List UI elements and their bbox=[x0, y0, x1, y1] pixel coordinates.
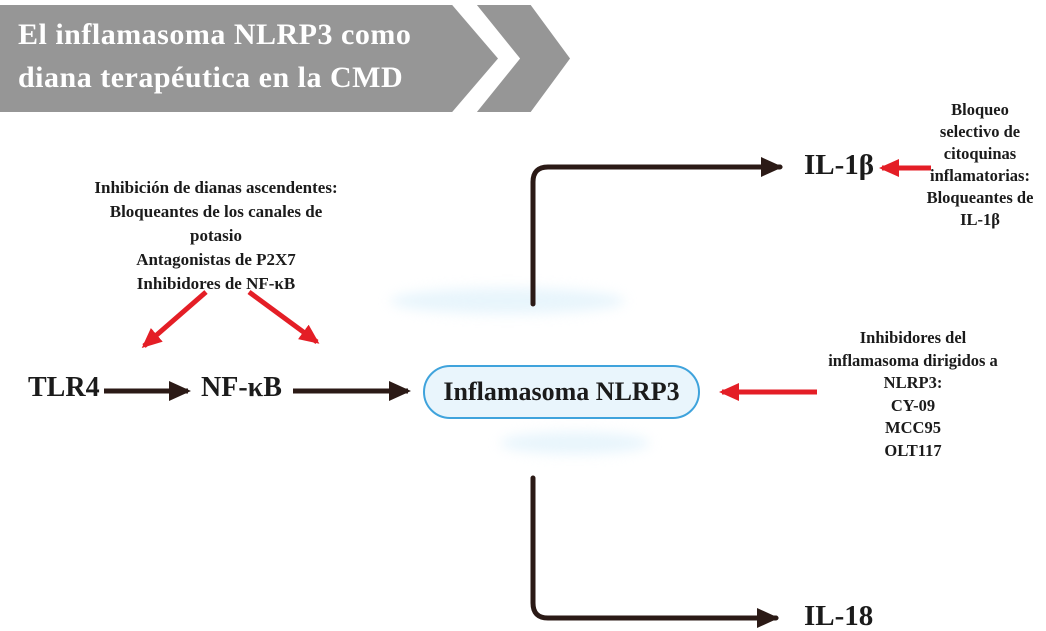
cytokine-line: Bloqueo bbox=[951, 100, 1009, 119]
node-nfkb: NF-κB bbox=[201, 372, 282, 403]
upstream-inhibition-block: Inhibición de dianas ascendentes: Bloque… bbox=[85, 176, 347, 296]
arrow-upstream-to-tlr4 bbox=[141, 290, 208, 348]
cytokine-blockade-block: Bloqueo selectivo de citoquinas inflamat… bbox=[914, 99, 1046, 231]
inhibitor-line: MCC95 bbox=[885, 418, 941, 437]
inhibitor-line: NLRP3: bbox=[883, 373, 943, 392]
node-il1b: IL-1β bbox=[804, 149, 875, 181]
inhibitor-line: inflamasoma dirigidos a bbox=[828, 350, 998, 370]
arrow-inflammasome-to-il18 bbox=[530, 475, 779, 628]
banner-title-line1: El inflamasoma NLRP3 como bbox=[18, 18, 412, 51]
inhibitor-line: Inhibidores del bbox=[859, 328, 967, 347]
cytokine-line: IL-1β bbox=[960, 210, 1000, 229]
upstream-line: potasio bbox=[190, 226, 242, 245]
inhibitor-line: OLT117 bbox=[884, 440, 942, 460]
banner-title: El inflamasoma NLRP3 como diana terapéut… bbox=[18, 13, 411, 99]
inhibitor-line: CY-09 bbox=[890, 395, 936, 415]
node-inflammasome-nlrp3: Inflamasoma NLRP3 bbox=[423, 365, 700, 419]
cytokine-line: citoquinas bbox=[943, 144, 1017, 163]
upstream-line: Inhibición de dianas ascendentes: bbox=[94, 178, 338, 197]
banner-title-line2: diana terapéutica en la CMD bbox=[18, 61, 404, 94]
watermark-smudge bbox=[390, 288, 625, 314]
title-banner: El inflamasoma NLRP3 como diana terapéut… bbox=[0, 5, 498, 112]
cytokine-line: Bloqueantes de bbox=[926, 188, 1034, 207]
upstream-line: Inhibidores de NF-κB bbox=[136, 274, 296, 293]
cytokine-line: selectivo de bbox=[939, 122, 1021, 141]
watermark-smudge bbox=[500, 432, 650, 454]
node-il18: IL-18 bbox=[804, 600, 874, 631]
upstream-line: Antagonistas de P2X7 bbox=[136, 250, 296, 269]
node-tlr4: TLR4 bbox=[28, 372, 100, 403]
nlrp3-inhibitors-block: Inhibidores del inflamasoma dirigidos a … bbox=[800, 327, 1026, 462]
arrow-upstream-to-nfkb bbox=[247, 289, 320, 345]
inflammasome-label: Inflamasoma NLRP3 bbox=[443, 377, 680, 406]
cytokine-line: inflamatorias: bbox=[930, 166, 1030, 185]
arrow-inflammasome-to-il1b bbox=[530, 157, 783, 307]
upstream-line: Bloqueantes de los canales de bbox=[109, 202, 323, 221]
